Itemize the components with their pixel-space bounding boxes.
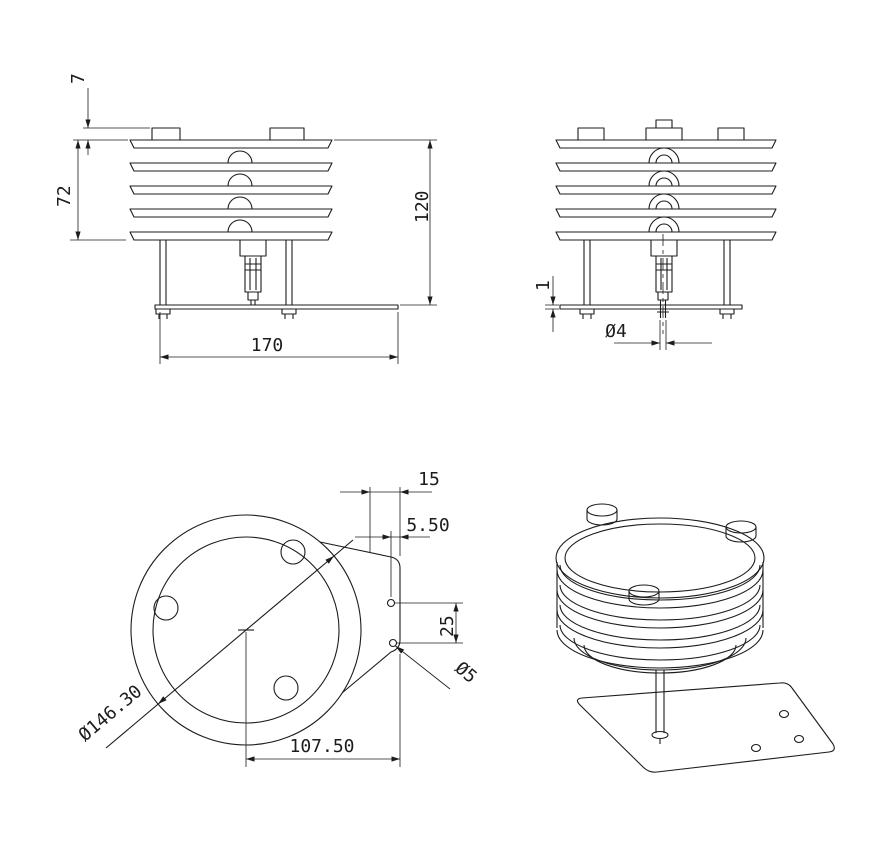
side-top-knob-middle [645, 119, 683, 141]
front-top-knob-left [151, 127, 181, 141]
iso-knob-top [586, 503, 618, 517]
bottom-knob-hole-left [153, 595, 179, 621]
diameter-leader-line [105, 539, 354, 749]
front-dim-base-width: 170 [159, 312, 399, 364]
dim-label-d4: Ø4 [605, 321, 627, 342]
iso-knob-side [628, 591, 660, 606]
side-base-plate [559, 304, 743, 310]
leader-line [395, 645, 451, 690]
iso-plate-hole-1 [750, 743, 762, 753]
side-center-column-arcs [648, 147, 680, 233]
iso-bracket-plate [576, 682, 835, 773]
dim-label-25: 25 [437, 615, 458, 637]
front-view [129, 127, 399, 319]
side-top-knob-right [717, 127, 745, 141]
side-legs [583, 240, 731, 305]
tab-hole-lower [388, 638, 398, 648]
dim-label-1: 1 [533, 280, 554, 291]
iso-rod-nut [651, 730, 669, 740]
arrowheads [382, 534, 409, 540]
dim-label-170: 170 [251, 335, 284, 356]
extension-lines [395, 602, 463, 644]
dim-label-d14630: Ø146.30 [75, 681, 147, 746]
iso-knob-side [586, 510, 618, 526]
tab-hole-upper [386, 598, 396, 608]
extension-lines [245, 632, 401, 767]
side-louver-plates [555, 139, 777, 241]
extension-lines [369, 487, 401, 556]
front-top-knob-right [269, 127, 305, 141]
extension-lines [659, 320, 667, 350]
dim-label-15: 15 [418, 469, 440, 490]
arrowheads [453, 603, 459, 643]
front-center-sensor [239, 239, 267, 305]
isometric-view [555, 503, 835, 773]
bottom-mounting-tab [319, 541, 401, 694]
bottom-dim-hole-edge-offset: 5.50 [355, 515, 450, 597]
iso-plate-hole-3 [778, 709, 790, 719]
extension-lines [159, 312, 399, 364]
front-louver-plates [129, 139, 333, 241]
side-center-sensor [650, 239, 678, 318]
dim-label-7: 7 [68, 73, 89, 84]
side-dim-pin-diameter: Ø4 [605, 320, 712, 350]
arrowheads [550, 296, 556, 318]
iso-knob-back-left [586, 503, 618, 526]
bottom-knob-hole-bottom [273, 675, 299, 701]
side-leg-bolts [579, 308, 735, 319]
bottom-dim-tab-hole-diameter: Ø5 [395, 645, 481, 690]
bottom-dim-tab-width: 15 [340, 469, 440, 556]
front-leg-bolts [155, 308, 297, 319]
front-center-column-arcs [227, 150, 253, 233]
arrowheads [85, 119, 91, 149]
dim-label-72: 72 [54, 185, 75, 207]
front-dim-knob-height: 7 [68, 73, 150, 155]
arrowhead [395, 646, 405, 654]
extension-lines [545, 304, 559, 310]
front-dim-louver-stack: 72 [54, 140, 126, 241]
iso-knob-right [725, 520, 757, 543]
side-top-knob-left [577, 127, 605, 141]
iso-cap-outer [555, 517, 765, 599]
iso-louver-rings [556, 564, 764, 669]
iso-plate-hole-2 [793, 734, 805, 744]
dim-label-10750: 107.50 [289, 736, 354, 757]
side-view [555, 119, 777, 334]
side-dim-plate-thickness: 1 [533, 276, 559, 332]
extension-lines [73, 127, 150, 141]
iso-cap-inner [564, 523, 756, 593]
iso-side-edges [556, 562, 764, 628]
iso-mounting-rod [655, 670, 665, 733]
bottom-dim-outer-diameter: Ø146.30 [75, 681, 147, 746]
iso-knob-front [628, 584, 660, 606]
bottom-knob-hole-top [280, 539, 306, 565]
dim-label-550: 5.50 [406, 515, 449, 536]
extension-lines [334, 139, 437, 306]
arrowheads [651, 340, 675, 346]
front-base-plate [154, 304, 399, 310]
dim-label-120: 120 [412, 190, 433, 223]
iso-base-cone [573, 637, 747, 674]
bottom-view [105, 514, 401, 749]
front-legs [159, 240, 293, 305]
bottom-dim-center-to-holes: 107.50 [245, 632, 401, 767]
iso-knob-side [725, 527, 757, 543]
dim-label-d5: Ø5 [451, 658, 481, 688]
front-dim-overall-height: 120 [334, 139, 437, 306]
iso-knob-top [725, 520, 757, 534]
bottom-dim-hole-spacing: 25 [395, 602, 463, 644]
